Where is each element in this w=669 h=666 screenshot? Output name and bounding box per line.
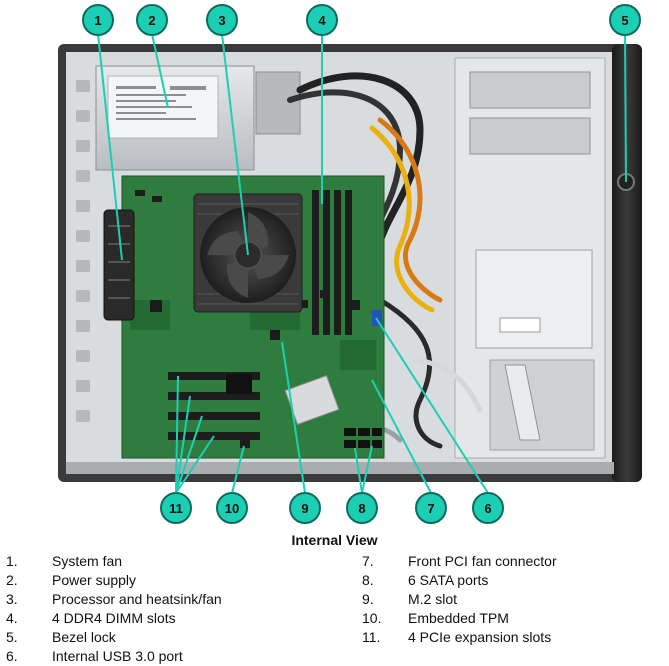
legend-item-label: 4 DDR4 DIMM slots [52,610,176,626]
legend-item: 5. Bezel lock [6,628,222,647]
callout-6-label: 6 [484,501,491,516]
legend-item: 8. 6 SATA ports [362,571,557,590]
legend-item-label: System fan [52,553,123,569]
legend-item-number: 7. [362,553,374,569]
legend-item-number: 2. [6,572,18,588]
legend-item-number: 11. [362,629,381,645]
legend-item: 7. Front PCI fan connector [362,552,557,571]
callout-8: 8 [346,492,378,524]
callout-6: 6 [472,492,504,524]
legend-item-label: 4 PCIe expansion slots [408,629,552,645]
callout-7-label: 7 [427,501,434,516]
callout-4-label: 4 [318,13,326,28]
legend-item: 4. 4 DDR4 DIMM slots [6,609,222,628]
legend-left-column: 1. System fan 2. Power supply 3. Processor … [6,552,222,666]
legend-item: 2. Power supply [6,571,222,590]
legend-item: 11. 4 PCIe expansion slots [362,628,557,647]
legend-item-label: Internal USB 3.0 port [52,648,183,664]
callout-3: 3 [206,4,238,36]
legend-item-label: Processor and heatsink/fan [52,591,222,607]
callout-11-label: 11 [169,501,183,516]
callout-1: 1 [82,4,114,36]
front-bezel [612,44,642,482]
legend-item-label: Embedded TPM [408,610,509,626]
drive-cage [454,57,606,459]
legend-item: 10. Embedded TPM [362,609,557,628]
legend-item-label: Front PCI fan connector [408,553,557,569]
callout-7: 7 [415,492,447,524]
callout-3-label: 3 [218,13,225,28]
callout-10-label: 10 [225,501,239,516]
legend-item-number: 3. [6,591,18,607]
legend-item-number: 8. [362,572,374,588]
legend-item: 3. Processor and heatsink/fan [6,590,222,609]
legend-item-number: 10. [362,610,382,626]
callout-11: 11 [160,492,192,524]
server-internal-view-illustration: 1 2 3 4 5 6 7 8 9 10 11 [58,4,642,524]
legend-item-label: 6 SATA ports [408,572,489,588]
dimm-slots [312,190,352,335]
callout-leaders [97,33,627,494]
callout-2-label: 2 [148,13,155,28]
callout-5-label: 5 [621,13,628,28]
callout-1-label: 1 [94,13,101,28]
legend-right-column: 7. Front PCI fan connector 8. 6 SATA ports… [362,552,557,647]
legend-item-number: 4. [6,610,18,626]
callout-4: 4 [306,4,338,36]
figure-caption: Internal View [291,532,378,548]
sata-ports [344,428,382,448]
legend-item: 6. Internal USB 3.0 port [6,647,222,666]
legend-item-label: Bezel lock [52,629,116,645]
callout-10: 10 [216,492,248,524]
system-fan [103,209,135,321]
callout-9-label: 9 [301,501,308,516]
callout-5: 5 [609,4,641,36]
legend-item-label: M.2 slot [408,591,458,607]
callout-2: 2 [136,4,168,36]
legend-item-number: 6. [6,648,18,664]
legend-item-number: 9. [362,591,374,607]
legend-item-number: 1. [6,553,18,569]
legend-item-label: Power supply [52,572,137,588]
callout-9: 9 [289,492,321,524]
legend-item-number: 5. [6,629,18,645]
legend-item: 9. M.2 slot [362,590,557,609]
callout-8-label: 8 [358,501,365,516]
legend-item: 1. System fan [6,552,222,571]
